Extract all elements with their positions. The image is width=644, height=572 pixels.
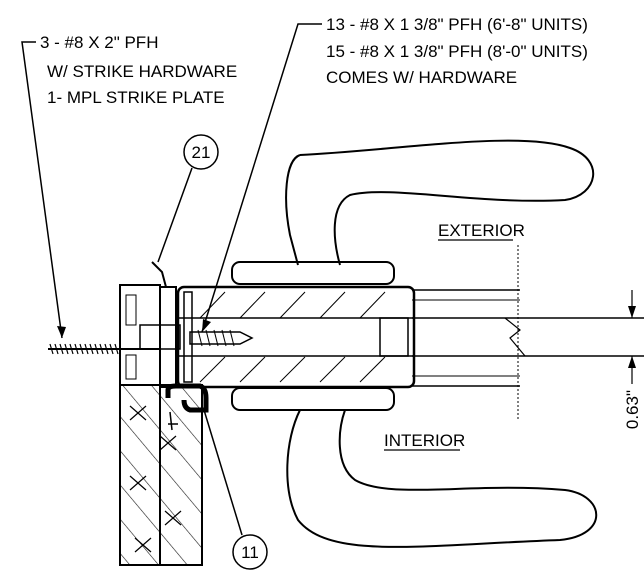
dimension-label: 0.63" bbox=[623, 390, 642, 429]
right-callout-line2: 15 - #8 X 1 3/8" PFH (8'-0" UNITS) bbox=[326, 42, 588, 61]
strike-plate bbox=[159, 286, 177, 388]
right-callout-line1: 13 - #8 X 1 3/8" PFH (6'-8" UNITS) bbox=[326, 15, 588, 34]
strike-screw-threads bbox=[49, 343, 119, 355]
interior-rosette bbox=[231, 387, 395, 411]
lock-body bbox=[176, 285, 416, 389]
handle-outline bbox=[285, 139, 595, 266]
break-symbol bbox=[504, 317, 526, 357]
jamb-x-marks bbox=[129, 405, 182, 553]
left-callout-leader bbox=[21, 41, 63, 339]
right-callout-leader bbox=[201, 23, 322, 333]
lock-body-hatch bbox=[199, 291, 386, 383]
marker-21-label: 21 bbox=[192, 143, 211, 162]
latch-screw bbox=[189, 331, 254, 345]
left-callout-line3: 1- MPL STRIKE PLATE bbox=[47, 88, 225, 107]
handle-outline-lower bbox=[286, 409, 598, 548]
left-callout-line2: W/ STRIKE HARDWARE bbox=[47, 62, 237, 81]
interior-label: INTERIOR bbox=[384, 431, 465, 450]
marker-11-label: 11 bbox=[241, 543, 259, 562]
exterior-label: EXTERIOR bbox=[438, 221, 525, 240]
right-callout-line3: COMES W/ HARDWARE bbox=[326, 68, 517, 87]
marker-21-circle bbox=[183, 134, 219, 170]
exterior-rosette bbox=[231, 261, 395, 285]
left-callout-line1: 3 - #8 X 2" PFH bbox=[40, 33, 158, 52]
weatherstrip-seal bbox=[165, 383, 209, 413]
marker-11-circle bbox=[232, 534, 268, 570]
